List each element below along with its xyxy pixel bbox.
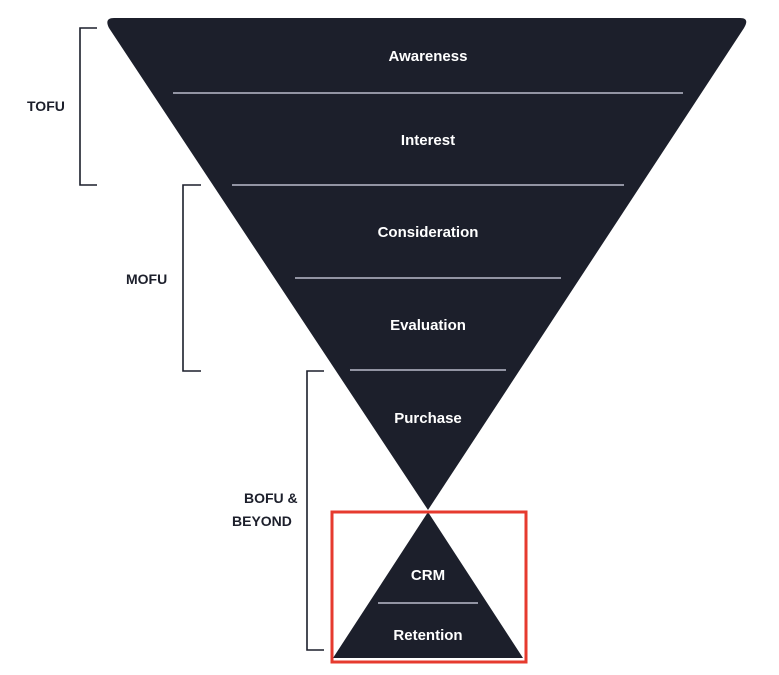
bofu-bracket	[306, 370, 324, 651]
highlight-box	[330, 510, 528, 664]
stage-purchase: Purchase	[394, 410, 462, 427]
bofu-label-line2: BEYOND	[232, 513, 292, 529]
mofu-bracket	[182, 184, 201, 372]
stage-consideration: Consideration	[378, 224, 479, 241]
tofu-label: TOFU	[27, 98, 65, 114]
stage-crm: CRM	[411, 567, 445, 584]
funnel-shape	[107, 18, 747, 510]
tofu-bracket	[79, 27, 97, 186]
stage-awareness: Awareness	[389, 48, 468, 65]
bofu-label-line1: BOFU &	[244, 490, 298, 506]
mofu-label: MOFU	[126, 271, 167, 287]
post-funnel-triangle	[333, 512, 523, 658]
stage-evaluation: Evaluation	[390, 317, 466, 334]
stage-interest: Interest	[401, 132, 455, 149]
stage-retention: Retention	[393, 627, 462, 644]
